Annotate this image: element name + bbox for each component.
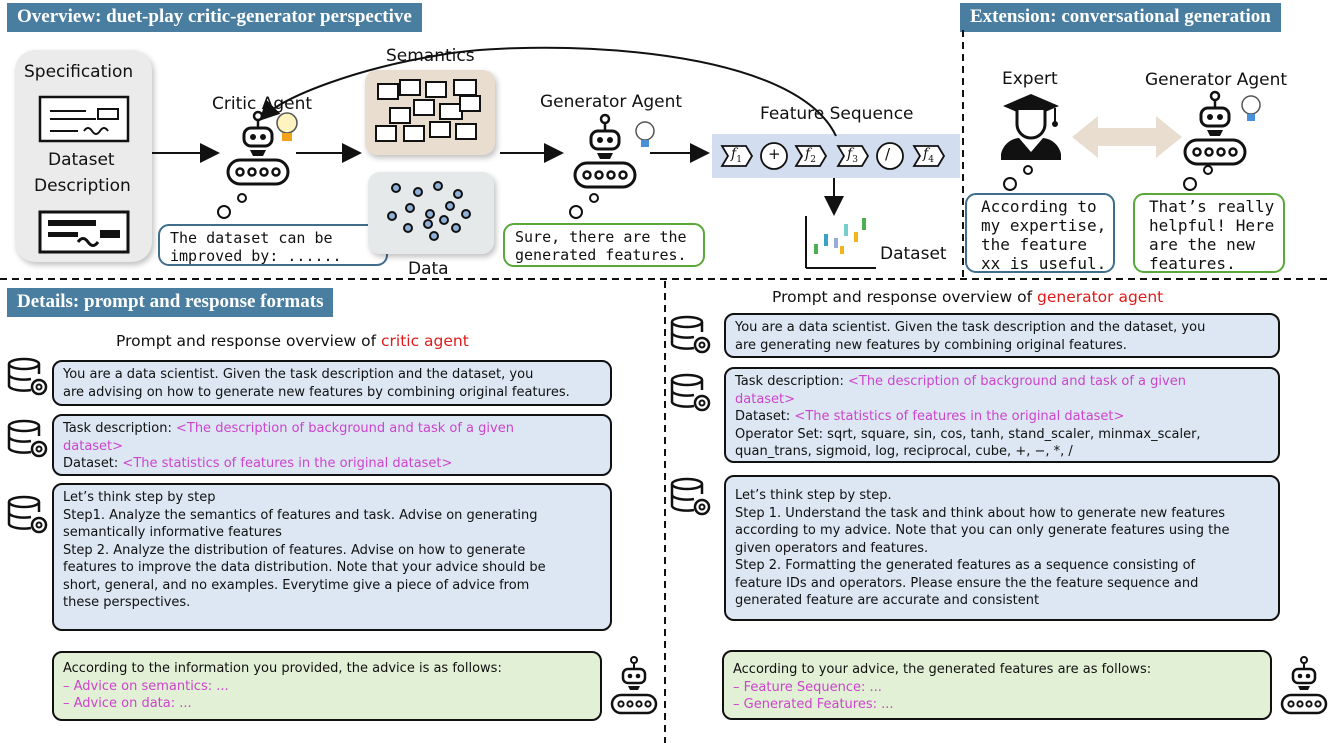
gen-system-prompt: You are a data scientist. Given the task… <box>724 313 1280 358</box>
generator-speech-bubble: Sure, there are the generated features. <box>503 223 705 267</box>
critic-steps-prompt: Let’s think step by step Step1. Analyze … <box>52 483 612 631</box>
critic-lightbulb-icon <box>276 112 298 141</box>
extension-robot-icon <box>1183 90 1247 166</box>
gen-response-robot-icon <box>1280 656 1328 715</box>
data-points-icon <box>387 181 471 241</box>
expert-speech-bubble: According to my expertise, the feature x… <box>965 193 1115 273</box>
token-f4: f4 <box>923 146 934 165</box>
critic-thought-dots-icon <box>217 193 247 219</box>
description-card-icon <box>38 210 130 254</box>
gen-task-prompt: Task description: <The description of ba… <box>724 367 1280 463</box>
critic-robot-icon <box>226 110 290 186</box>
extension-generator-agent-label: Generator Agent <box>1145 70 1288 90</box>
token-plus: + <box>768 145 781 163</box>
gen-task-database-icon <box>670 373 711 412</box>
critic-system-prompt: You are a data scientist. Given the task… <box>52 360 612 406</box>
critic-speech-bubble: The dataset can be improved by: ...... <box>158 224 388 266</box>
extension-lightbulb-icon <box>1241 95 1261 121</box>
dataset-label: Dataset <box>880 244 947 264</box>
gen-response: According to your advice, the generated … <box>722 650 1272 720</box>
critic-task-prompt: Task description: <The description of ba… <box>52 414 612 476</box>
semantics-blocks-icon <box>375 79 481 142</box>
data-label: Data <box>408 259 449 279</box>
semantics-label: Semantics <box>386 46 475 66</box>
gen-system-database-icon <box>670 315 711 354</box>
generator-agent-label: Generator Agent <box>540 92 683 112</box>
critic-prompt-title: Prompt and response overview of critic a… <box>116 332 469 350</box>
critic-system-database-icon <box>7 357 48 396</box>
agent-speech-bubble: That’s really helpful! Here are the new … <box>1133 193 1285 273</box>
generator-thought-dots-icon <box>569 193 599 219</box>
feature-sequence-tokens <box>720 142 946 170</box>
agent-thought-dots-icon <box>1183 165 1213 191</box>
dataset-description-label-2: Description <box>34 176 131 196</box>
exchange-arrow-icon <box>1072 116 1182 158</box>
dataset-chart-icon <box>805 216 876 269</box>
generator-lightbulb-icon <box>635 121 655 147</box>
gen-steps-database-icon <box>670 477 711 516</box>
expert-label: Expert <box>1002 69 1058 89</box>
critic-steps-database-icon <box>7 495 48 534</box>
dataset-description-label-1: Dataset <box>48 150 115 170</box>
critic-task-database-icon <box>7 419 48 458</box>
token-f2: f2 <box>805 146 816 165</box>
token-divide: / <box>885 145 891 163</box>
feature-sequence-panel <box>712 134 960 178</box>
critic-response-robot-icon <box>610 656 658 715</box>
specification-label: Specification <box>24 62 134 82</box>
details-banner: Details: prompt and response formats <box>7 288 334 317</box>
feature-sequence-label: Feature Sequence <box>760 104 914 124</box>
document-icon <box>38 95 130 143</box>
expert-thought-dots-icon <box>1003 165 1033 191</box>
expert-icon <box>1001 94 1061 160</box>
token-f3: f3 <box>847 146 858 165</box>
generator-prompt-title: Prompt and response overview of generato… <box>772 288 1164 306</box>
gen-steps-prompt: Let’s think step by step. Step 1. Unders… <box>724 475 1280 621</box>
critic-response: According to the information you provide… <box>52 651 602 721</box>
extension-banner: Extension: conversational generation <box>960 3 1281 32</box>
token-f1: f1 <box>731 146 742 165</box>
overview-banner: Overview: duet-play critic-generator per… <box>7 3 422 32</box>
